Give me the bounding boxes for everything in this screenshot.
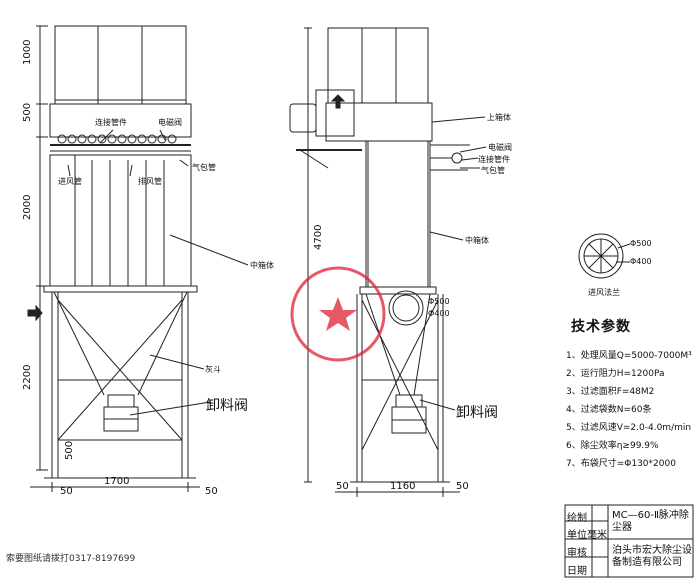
dim-50-right-2: 50 [456, 481, 469, 492]
dim-50-left-2: 50 [205, 486, 218, 497]
left-front-view [27, 25, 249, 492]
tb-check: 审核 [567, 548, 587, 559]
label-discharge-left: 卸料阀 [206, 398, 248, 414]
label-valve-left: 电磁阀 [158, 117, 182, 127]
tb-company: 泊头市宏大除尘设备制造有限公司 [612, 545, 692, 568]
dim-1700: 1700 [104, 476, 129, 487]
spec-item-6: 6、除尘效率η≥99.9% [566, 441, 659, 451]
label-inlet-d400: Φ400 [428, 309, 450, 318]
drawing-labels: 1000 500 2000 2200 500 4700 1700 50 50 1… [22, 40, 652, 497]
title-block-grid [564, 504, 694, 578]
spec-item-7: 7、布袋尺寸=Φ130*2000 [566, 459, 676, 469]
label-pipe-left: 连接管件 [95, 117, 127, 127]
tb-date: 日期 [567, 566, 587, 577]
label-air-right: 气包管 [481, 165, 505, 175]
spec-item-1: 1、处理风量Q=5000-7000M³ [566, 351, 692, 361]
specs-title: 技术参数 [571, 319, 631, 335]
dim-500: 500 [22, 103, 33, 122]
dim-1160: 1160 [390, 481, 415, 492]
label-mid-box-left: 中箱体 [250, 260, 274, 270]
label-inlet-d500: Φ500 [428, 297, 450, 306]
dim-50-right: 50 [336, 481, 349, 492]
label-mid-box-right: 中箱体 [465, 235, 489, 245]
dim-50-left: 50 [60, 486, 73, 497]
spec-item-4: 4、过滤袋数N=60条 [566, 405, 652, 415]
company-stamp [290, 266, 386, 362]
label-valve-right: 电磁阀 [488, 142, 512, 152]
label-hopper: 灰斗 [205, 364, 221, 374]
label-flange-d500: Φ500 [630, 239, 652, 248]
dim-2200: 2200 [22, 365, 33, 390]
label-upper-box: 上箱体 [487, 112, 511, 122]
label-outlet-pipe: 排风管 [138, 176, 162, 186]
tb-unit: 单位毫米 [567, 530, 607, 541]
label-flange-d400: Φ400 [630, 257, 652, 266]
spec-item-3: 3、过滤面积F=48M2 [566, 387, 655, 397]
inlet-flange-detail [578, 233, 631, 279]
spec-item-5: 5、过滤风速V=2.0-4.0m/min [566, 423, 692, 433]
label-pipe-right: 连接管件 [478, 154, 510, 164]
label-air-left: 气包管 [192, 162, 216, 172]
dim-500-leg: 500 [64, 441, 75, 460]
right-side-view [289, 27, 487, 497]
footer-note: 索要图纸请拨打0317-8197699 [6, 554, 136, 564]
tb-model: MC—60-Ⅱ脉冲除尘器 [612, 510, 689, 533]
dim-2000: 2000 [22, 195, 33, 220]
dim-1000: 1000 [22, 40, 33, 65]
label-inlet-flange: 进风法兰 [588, 287, 620, 297]
dim-4700: 4700 [313, 225, 324, 250]
spec-item-2: 2、运行阻力H=1200Pa [566, 369, 665, 379]
label-discharge-right: 卸料阀 [456, 405, 498, 421]
label-inlet-pipe: 进风管 [58, 176, 82, 186]
tb-draw: 绘制 [567, 513, 587, 524]
